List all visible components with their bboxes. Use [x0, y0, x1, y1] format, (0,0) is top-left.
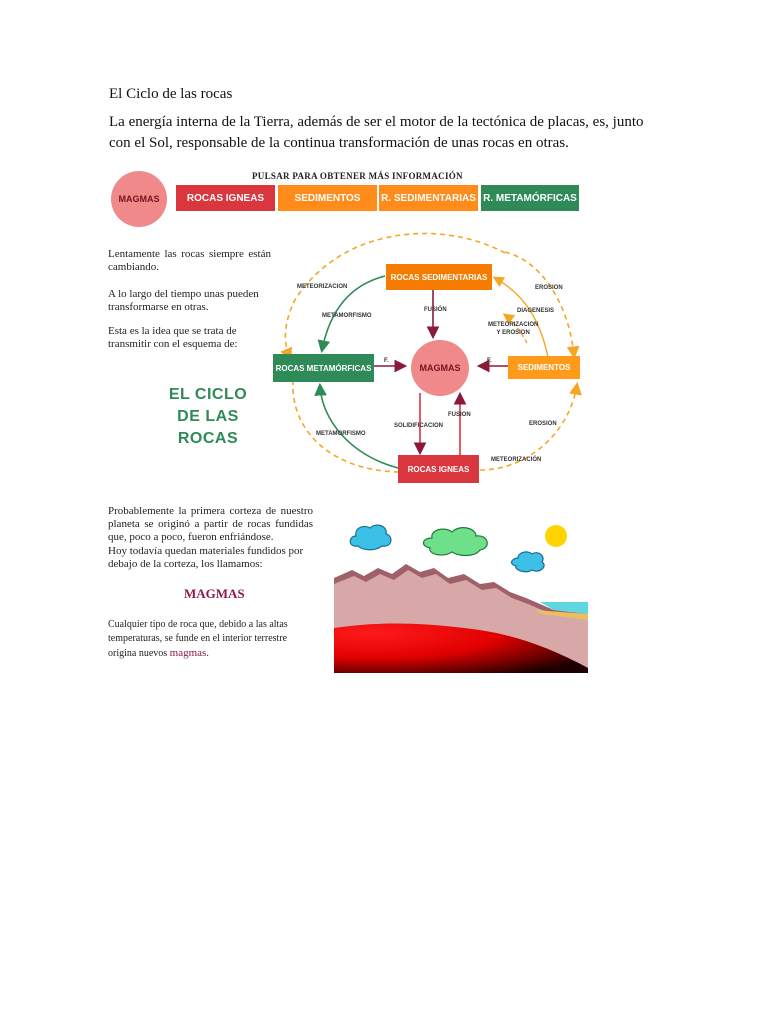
- tab-label: R. SEDIMENTARIAS: [381, 192, 476, 204]
- box-label: SEDIMENTOS: [517, 363, 571, 372]
- sedimentos-box[interactable]: SEDIMENTOS: [508, 356, 580, 379]
- magmas-label: MAGMAS: [118, 194, 160, 204]
- metamorfismo-arrow-bottom: [314, 382, 399, 469]
- ciclo-line-1: EL CICLO: [168, 386, 248, 403]
- meteorizacion-arrow-top: [280, 232, 506, 361]
- rocas-sedimentarias-box[interactable]: ROCAS SEDIMENTARIAS: [386, 264, 492, 290]
- magmas-heading: MAGMAS: [184, 586, 245, 601]
- sidebar-p3: Esta es la idea que se trata de transmit…: [108, 325, 238, 350]
- label-erosion-bottom: EROSION: [529, 421, 557, 427]
- label-line: METEORIZACION: [488, 322, 539, 328]
- sediment-layer: [534, 610, 588, 620]
- sea-icon: [540, 602, 588, 614]
- label-diagenesis: DIAGENESIS: [517, 308, 555, 314]
- intro-paragraph: La energía interna de la Tierra, además …: [109, 114, 644, 151]
- lower-p3-end: .: [206, 648, 209, 659]
- ciclo-line-3: ROCAS: [177, 430, 239, 447]
- lower-p2: Hoy todavía quedan materiales fundidos p…: [108, 545, 304, 570]
- cloud-icon: [422, 527, 488, 557]
- magma-layer: [334, 623, 588, 673]
- sidebar-p2: A lo largo del tiempo unas pueden transf…: [108, 288, 259, 313]
- box-label: ROCAS IGNEAS: [407, 464, 470, 474]
- lower-p1: Probablemente la primera corteza de nues…: [108, 505, 313, 543]
- label-erosion-top: EROSION: [535, 285, 563, 291]
- rocas-igneas-button[interactable]: ROCAS IGNEAS: [176, 185, 275, 211]
- erosion-arrow-top: [504, 251, 580, 360]
- label-solidificacion: SOLIDIFICACION: [394, 423, 443, 429]
- label-meteorizacion-erosion: METEORIZACION Y EROSION: [488, 321, 538, 337]
- meteorizacion-arrow-left-bottom: [292, 379, 399, 473]
- cloud-icon: [349, 524, 392, 551]
- meteorizacion-erosion-arrow: [502, 313, 528, 344]
- r-sedimentarias-button[interactable]: R. SEDIMENTARIAS: [379, 185, 478, 211]
- sun-icon: [545, 525, 567, 547]
- lower-p3-magmas: magmas: [169, 647, 207, 659]
- tab-label: SEDIMENTOS: [294, 192, 361, 204]
- label-meteorizacion-bottom: METEORIZACIÓN: [491, 457, 542, 463]
- magmas-button[interactable]: MAGMAS: [111, 171, 167, 227]
- ciclo-title: EL CICLO DE LAS ROCAS: [140, 384, 276, 450]
- sedimentos-button[interactable]: SEDIMENTOS: [278, 185, 377, 211]
- pulsar-heading: PULSAR PARA OBTENER MÁS INFORMACIÓN: [252, 171, 463, 181]
- magmas-circle[interactable]: MAGMAS: [411, 340, 469, 396]
- cloud-icon: [510, 551, 545, 573]
- label-fusion-top: FUSIÓN: [424, 307, 447, 313]
- rocas-metamorficas-box[interactable]: ROCAS METAMÓRFICAS: [273, 354, 374, 382]
- box-label: ROCAS METAMÓRFICAS: [275, 363, 372, 373]
- metamorfismo-arrow-top: [317, 275, 386, 354]
- box-label: MAGMAS: [419, 363, 461, 373]
- diagenesis-arrow: [492, 276, 549, 358]
- label-f-right: F.: [487, 358, 492, 364]
- label-meteorizacion-top: METEORIZACION: [297, 284, 348, 290]
- sidebar-p1: Lentamente las rocas siempre están cambi…: [108, 248, 271, 273]
- label-metamorfismo-top: METAMORFISMO: [322, 313, 372, 319]
- tab-label: ROCAS IGNEAS: [186, 192, 265, 204]
- page-title: El Ciclo de las rocas: [109, 86, 233, 102]
- rocas-igneas-box[interactable]: ROCAS IGNEAS: [398, 455, 479, 483]
- tab-label: R. METAMÓRFICAS: [483, 192, 577, 204]
- label-f-left: F.: [384, 358, 389, 364]
- box-label: ROCAS SEDIMENTARIAS: [390, 272, 488, 282]
- label-fusion-bottom: FUSION: [448, 412, 471, 418]
- label-line: Y EROSION: [496, 330, 530, 336]
- r-metamorficas-button[interactable]: R. METAMÓRFICAS: [481, 185, 579, 211]
- label-metamorfismo-bottom: METAMORFISMO: [316, 431, 366, 437]
- ciclo-line-2: DE LAS: [177, 408, 239, 425]
- earth-crust-illustration: [334, 518, 588, 673]
- lower-p3-text: Cualquier tipo de roca que, debido a las…: [108, 619, 288, 659]
- lower-p3: Cualquier tipo de roca que, debido a las…: [108, 618, 308, 661]
